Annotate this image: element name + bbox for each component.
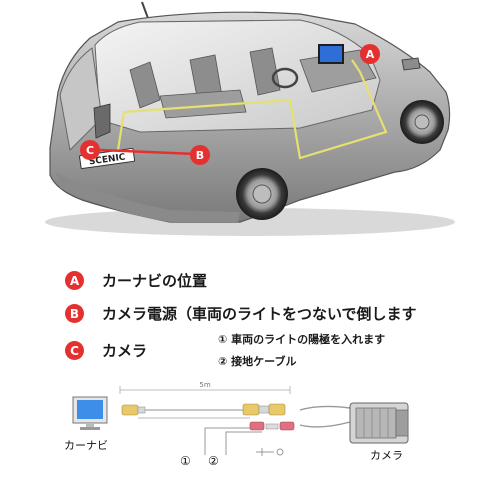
marker-c-label: C: [86, 144, 94, 157]
side-mirror: [401, 57, 421, 71]
wiring-route: [116, 59, 388, 160]
legend-text-c: カメラ: [102, 342, 148, 360]
sub-note-1: ① 車両のライトの陽極を入れます: [218, 331, 385, 347]
nav-label: カーナビ: [64, 439, 108, 452]
wiring-schematic: 5m: [72, 381, 409, 456]
marker-c: C: [80, 140, 100, 160]
legend-text-b: カメラ電源（車両のライトをつないで倒します: [102, 305, 417, 323]
marker-b-label: B: [196, 149, 204, 162]
power-wire-2: [225, 431, 262, 455]
legend-badge-b: B: [65, 304, 84, 323]
license-plate: [79, 147, 136, 170]
sub-note-1-text: 車両のライトの陽極を入れます: [231, 333, 386, 346]
ground-symbol: [256, 448, 284, 456]
tail-light: [93, 103, 111, 139]
camera-label: カメラ: [370, 449, 403, 462]
power-wire-1: [204, 427, 255, 455]
sub-note-2: ② 接地ケーブル: [218, 353, 297, 369]
steering-wheel: [271, 67, 299, 89]
legend-item-a: A カーナビの位置: [65, 270, 207, 291]
legend-text-a: カーナビの位置: [102, 272, 208, 290]
sub-note-1-number: ①: [218, 333, 228, 346]
legend-badge-a: A: [65, 271, 84, 290]
legend-item-c: C カメラ: [65, 340, 147, 361]
marker-a-label: A: [366, 48, 375, 61]
wheel-rear: [236, 168, 288, 220]
connector-left: [121, 404, 146, 416]
legend-badge-c: C: [65, 341, 84, 360]
car-illustration: SCENIC A B C: [45, 1, 455, 236]
seats: [129, 47, 281, 119]
wire-number-2: ②: [208, 454, 219, 468]
marker-b: B: [190, 145, 210, 165]
sub-note-2-number: ②: [218, 355, 228, 368]
nav-screen: [320, 46, 342, 62]
sub-note-2-text: 接地ケーブル: [231, 355, 297, 368]
rear-bumper: [56, 172, 240, 222]
connector-middle: [242, 403, 286, 416]
wire-number-1: ①: [180, 454, 191, 468]
monitor-icon: [72, 396, 108, 430]
camera-icon: [349, 402, 409, 444]
connector-power: [249, 421, 295, 431]
legend-item-b: B カメラ電源（車両のライトをつないで倒します: [65, 303, 417, 324]
marker-a: A: [360, 44, 380, 64]
camera-to-power-line: [99, 148, 197, 156]
wheel-front: [400, 100, 444, 144]
length-label: 5m: [199, 381, 210, 389]
